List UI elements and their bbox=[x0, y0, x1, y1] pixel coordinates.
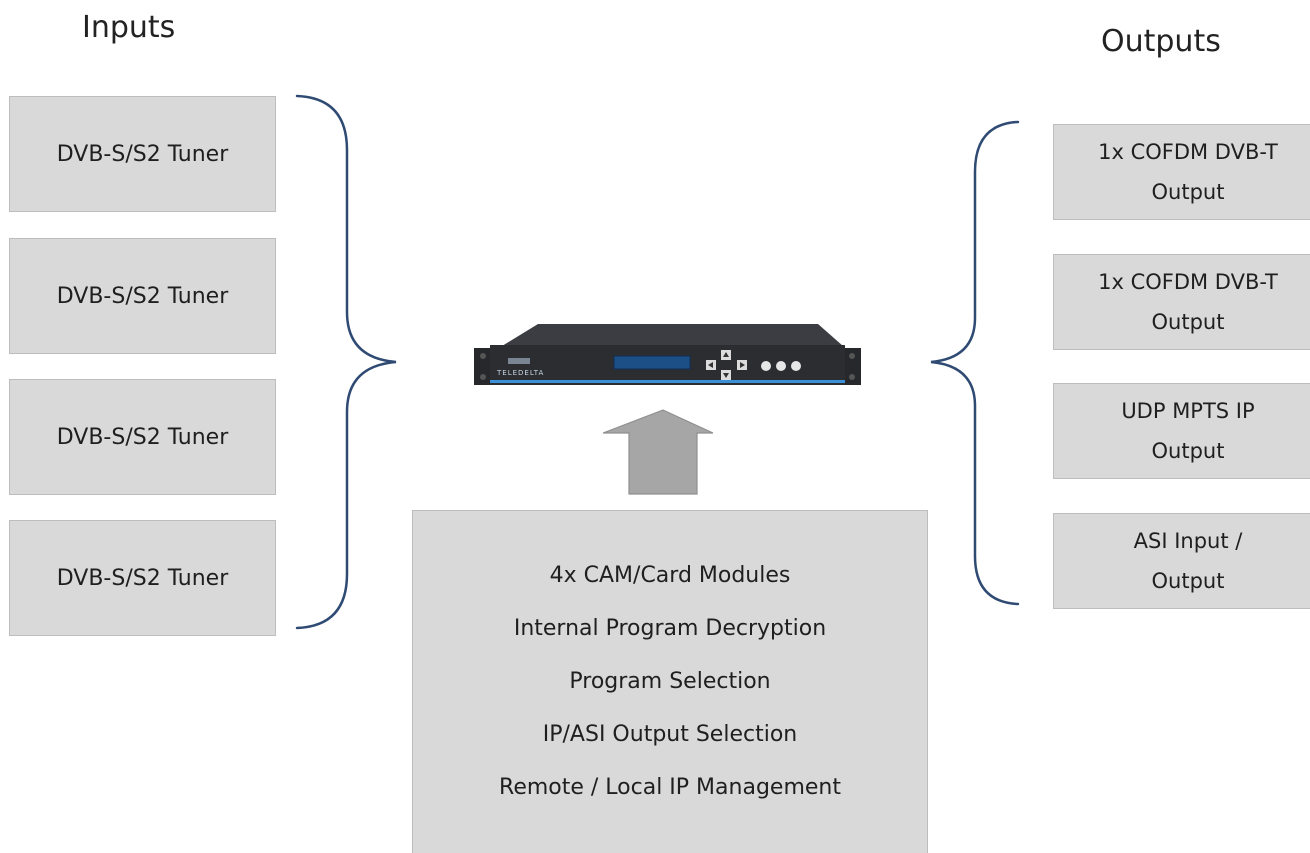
nav-right-icon bbox=[740, 362, 745, 368]
nav-up-icon bbox=[723, 352, 729, 357]
input-label: DVB-S/S2 Tuner bbox=[56, 424, 229, 450]
device-left-ear bbox=[474, 348, 492, 385]
output-label-line2: Output bbox=[1151, 569, 1225, 593]
input-label: DVB-S/S2 Tuner bbox=[56, 565, 229, 591]
device-lcd-display bbox=[613, 355, 691, 370]
output-label-line1: ASI Input / bbox=[1133, 529, 1243, 553]
feature-item: IP/ASI Output Selection bbox=[542, 722, 798, 747]
outputs-brace bbox=[930, 120, 1020, 606]
output-box: 1x COFDM DVB-T Output bbox=[1053, 254, 1310, 350]
output-label-line1: 1x COFDM DVB-T bbox=[1098, 270, 1278, 294]
device-top-panel bbox=[502, 324, 843, 346]
output-box: ASI Input / Output bbox=[1053, 513, 1310, 609]
feature-item: Remote / Local IP Management bbox=[499, 775, 841, 800]
feature-item: Internal Program Decryption bbox=[513, 616, 827, 641]
input-box: DVB-S/S2 Tuner bbox=[9, 238, 276, 354]
nav-left-icon bbox=[708, 362, 713, 368]
rack-device: TELEDELTA bbox=[474, 324, 861, 385]
outputs-heading: Outputs bbox=[1101, 24, 1221, 59]
feature-item: Program Selection bbox=[569, 669, 771, 694]
inputs-brace bbox=[295, 94, 397, 630]
input-box: DVB-S/S2 Tuner bbox=[9, 520, 276, 636]
device-right-ear bbox=[843, 348, 861, 385]
up-arrow bbox=[602, 409, 714, 495]
features-box: 4x CAM/Card Modules Internal Program Dec… bbox=[412, 510, 928, 853]
output-label-line2: Output bbox=[1151, 180, 1225, 204]
output-label-line2: Output bbox=[1151, 439, 1225, 463]
output-box: 1x COFDM DVB-T Output bbox=[1053, 124, 1310, 220]
nav-down-icon bbox=[723, 373, 729, 378]
input-box: DVB-S/S2 Tuner bbox=[9, 379, 276, 495]
output-box: UDP MPTS IP Output bbox=[1053, 383, 1310, 479]
output-label-line1: UDP MPTS IP bbox=[1121, 399, 1255, 423]
device-accent-stripe bbox=[490, 380, 845, 383]
device-round-button bbox=[761, 361, 771, 371]
device-round-button bbox=[776, 361, 786, 371]
input-label: DVB-S/S2 Tuner bbox=[56, 141, 229, 167]
feature-item: 4x CAM/Card Modules bbox=[549, 563, 791, 588]
output-label-line1: 1x COFDM DVB-T bbox=[1098, 140, 1278, 164]
device-brand-logo: TELEDELTA bbox=[496, 369, 544, 377]
input-box: DVB-S/S2 Tuner bbox=[9, 96, 276, 212]
device-round-button bbox=[791, 361, 801, 371]
device-logo-mark bbox=[508, 358, 530, 364]
input-label: DVB-S/S2 Tuner bbox=[56, 283, 229, 309]
inputs-heading: Inputs bbox=[82, 10, 176, 45]
output-label-line2: Output bbox=[1151, 310, 1225, 334]
